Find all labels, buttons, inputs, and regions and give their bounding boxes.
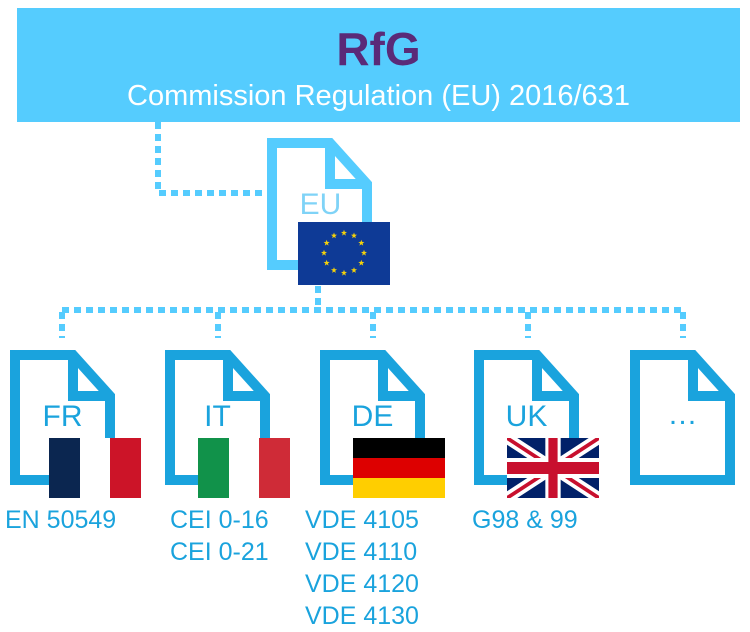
subtitle: Commission Regulation (EU) 2016/631 <box>127 80 630 112</box>
eu-flag <box>298 222 390 285</box>
country-code: DE <box>351 400 394 433</box>
germany-flag <box>353 438 445 498</box>
star-icon <box>341 269 347 276</box>
standard-label: VDE 4130 <box>305 602 419 630</box>
star-icon <box>341 229 347 236</box>
title: RfG <box>336 23 421 75</box>
standard-label: EN 50549 <box>5 506 117 534</box>
star-icon <box>331 267 337 273</box>
standard-label: VDE 4120 <box>305 570 419 598</box>
standard-label: CEI 0-21 <box>170 538 269 566</box>
star-icon <box>361 249 367 256</box>
star-icon <box>358 259 365 266</box>
france-flag <box>49 438 141 498</box>
connector-header-eu <box>155 122 262 196</box>
country-code: FR <box>42 400 83 433</box>
star-icon <box>321 249 327 256</box>
country-code: IT <box>204 400 231 433</box>
star-icon <box>323 259 330 266</box>
eu-doc-label: EU <box>299 188 342 221</box>
star-icon <box>351 232 357 239</box>
star-icon <box>358 239 365 246</box>
star-icon <box>351 267 357 273</box>
connectors <box>59 122 686 338</box>
uk-flag <box>507 438 599 498</box>
document-icon-4 <box>630 350 735 485</box>
italy-flag <box>198 438 290 498</box>
country-code: … <box>667 398 698 431</box>
star-icon <box>323 239 330 246</box>
standard-label: VDE 4105 <box>305 506 419 534</box>
country-code: UK <box>505 400 548 433</box>
star-icon <box>331 232 337 239</box>
header-banner: RfG Commission Regulation (EU) 2016/631 <box>17 8 740 122</box>
standard-label: G98 & 99 <box>472 506 578 534</box>
standard-label: CEI 0-16 <box>170 506 269 534</box>
standard-label: VDE 4110 <box>305 538 418 566</box>
